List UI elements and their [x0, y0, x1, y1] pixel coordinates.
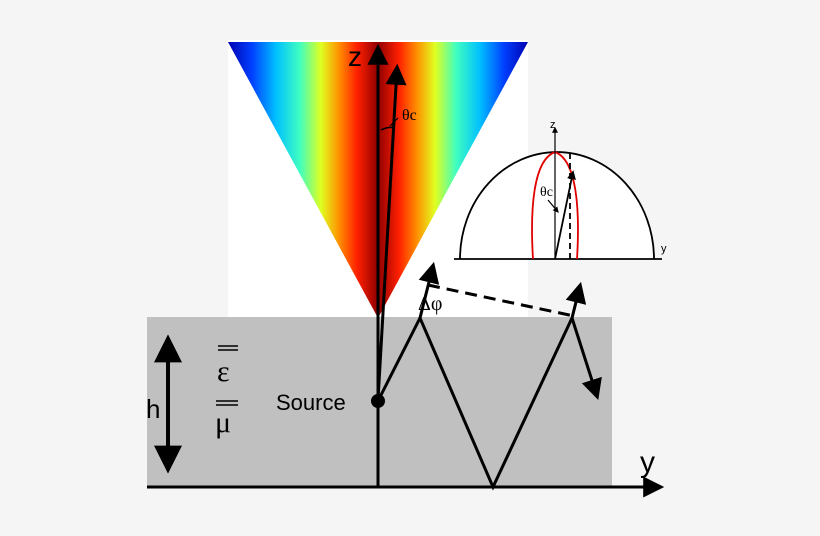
leaky-ray-arrow-2 — [565, 281, 587, 319]
theta-c-pointer — [389, 117, 399, 127]
reflected-ray-arrow — [570, 317, 602, 400]
y-axis-label: y — [640, 446, 655, 479]
height-label: h — [146, 394, 160, 424]
inset-pattern: z y θc — [454, 119, 667, 260]
z-axis-label: z — [348, 41, 362, 72]
theta-c-arc — [380, 126, 395, 131]
mu-label: μ — [215, 406, 231, 439]
delta-phi-label: Δφ — [418, 293, 442, 315]
beam-direction-arrow — [376, 63, 407, 401]
inset-z-label: z — [550, 119, 556, 131]
zigzag-ray — [376, 314, 574, 491]
inset-y-label: y — [661, 243, 667, 255]
phase-front-dashed — [427, 283, 575, 318]
inset-theta-c-label: θc — [540, 185, 553, 200]
theta-c-label: θc — [402, 107, 417, 124]
leaky-ray-arrow-1 — [418, 261, 440, 319]
epsilon-label: ε — [217, 355, 230, 388]
inset-theta-c-pointer — [547, 199, 559, 213]
source-label: Source — [276, 390, 346, 415]
